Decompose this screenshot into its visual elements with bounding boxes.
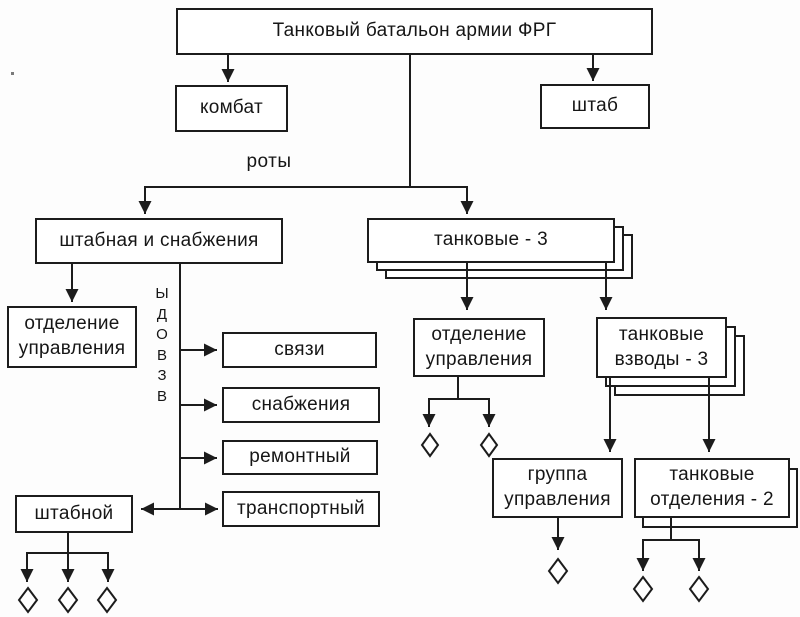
node-hq-supply-company: штабная и снабжения: [35, 218, 283, 264]
node-shtab: штаб: [540, 84, 650, 129]
tank-symbol-diamond: [632, 575, 654, 603]
node-control-group: группа управления: [492, 458, 623, 518]
tank-symbol-diamond: [420, 432, 440, 458]
node-tank-battalion: Танковый батальон армии ФРГ: [176, 8, 653, 55]
tank-symbol-diamond: [688, 575, 710, 603]
scan-artifact-dot: [11, 72, 14, 75]
node-platoon-transport: транспортный: [222, 491, 380, 527]
node-tank-sections: танковые отделения - 2: [634, 458, 790, 518]
node-tank-platoons: танковые взводы - 3: [596, 317, 727, 378]
tank-symbol-diamond: [17, 586, 39, 614]
tank-symbol-diamond: [96, 586, 118, 614]
node-platoon-repair: ремонтный: [222, 440, 378, 475]
node-platoon-supply: снабжения: [222, 387, 380, 423]
node-kombat: комбат: [175, 85, 288, 132]
label-vzvody-vertical: Ы Д О В З В: [155, 285, 169, 405]
tank-symbol-diamond: [479, 432, 499, 458]
node-platoon-hq: штабной: [15, 495, 133, 533]
label-roty: роты: [246, 151, 292, 172]
node-platoon-signal: связи: [222, 332, 377, 368]
node-control-section-right: отделение управления: [413, 318, 545, 377]
node-tank-companies: танковые - 3: [367, 218, 615, 263]
tank-symbol-diamond: [57, 586, 79, 614]
node-control-section-left: отделение управления: [7, 306, 137, 368]
tank-symbol-diamond: [547, 557, 569, 585]
